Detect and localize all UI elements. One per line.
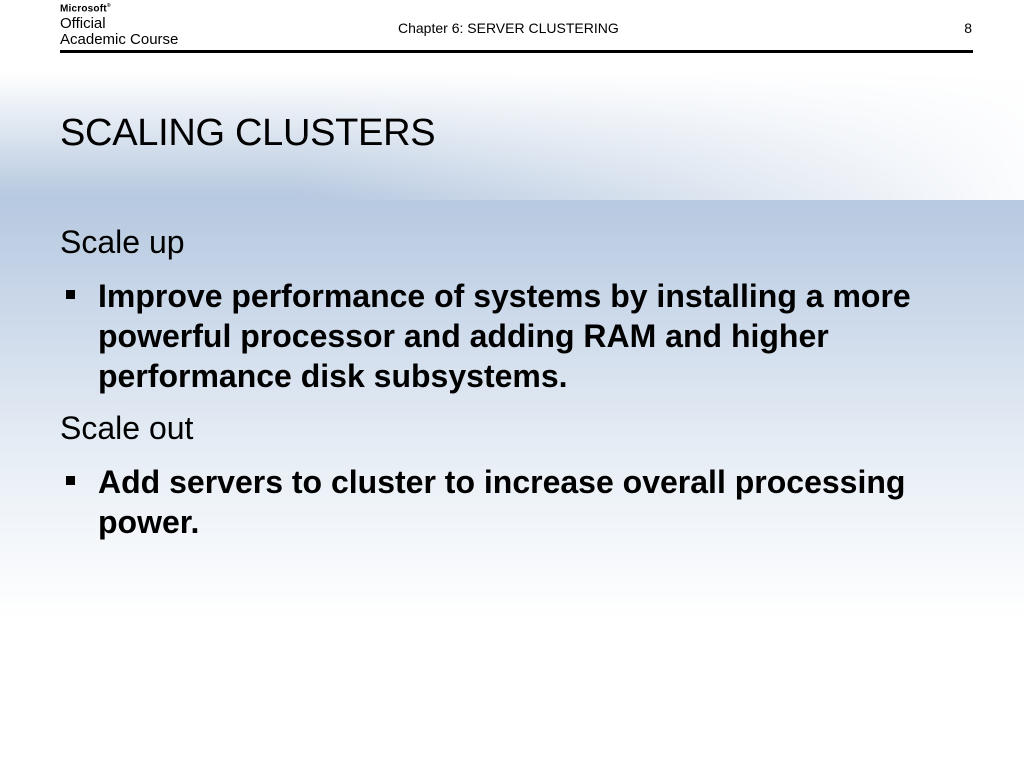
square-bullet-icon [66, 476, 75, 485]
background-band [0, 72, 1024, 200]
logo-line-2: Academic Course [60, 31, 179, 49]
slide-content: Scale up Improve performance of systems … [60, 222, 990, 554]
page-number: 8 [964, 20, 972, 36]
section-heading: Scale up [60, 224, 185, 260]
section-heading: Scale out [60, 410, 194, 446]
microsoft-official-academic-course-logo: Microsoft® Official Academic Course [60, 4, 178, 48]
logo-line-1: Official [60, 15, 106, 33]
bullet-item: Improve performance of systems by instal… [60, 276, 990, 396]
square-bullet-icon [66, 290, 75, 299]
bullet-item: Add servers to cluster to increase overa… [60, 462, 990, 542]
section-scale-out: Scale out Add servers to cluster to incr… [60, 408, 990, 542]
section-scale-up: Scale up Improve performance of systems … [60, 222, 990, 396]
bullet-text: Improve performance of systems by instal… [98, 278, 911, 394]
bullet-text: Add servers to cluster to increase overa… [98, 464, 906, 540]
header-divider [60, 50, 973, 53]
header-chapter-title: Chapter 6: SERVER CLUSTERING [398, 20, 619, 36]
slide-title: SCALING CLUSTERS [60, 112, 436, 154]
logo-brand: Microsoft® [60, 3, 111, 15]
